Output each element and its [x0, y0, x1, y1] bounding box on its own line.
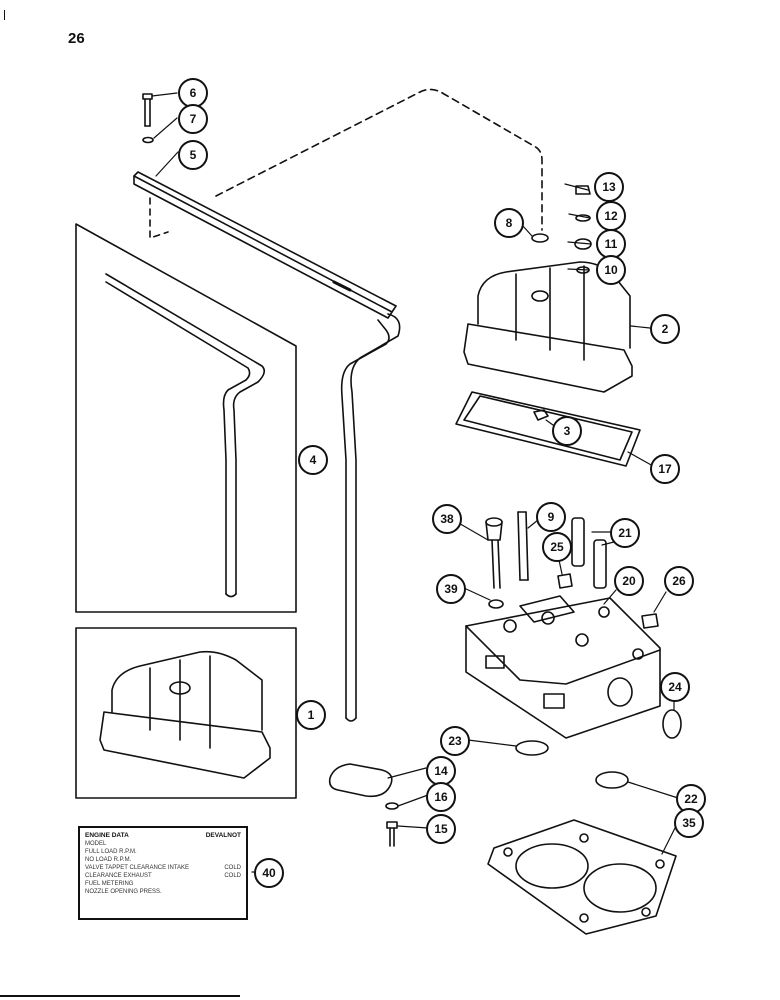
- page-edge-mark: [4, 10, 5, 20]
- bracket-part: [133, 171, 397, 319]
- plate-row: FULL LOAD R.P.M.: [85, 849, 241, 855]
- valve-cover-option-box: [75, 627, 297, 799]
- valve-cover-gasket-part: [455, 391, 641, 467]
- callout-24: 24: [660, 672, 690, 702]
- callout-23: 23: [440, 726, 470, 756]
- callout-15: 15: [426, 814, 456, 844]
- plate-row-value: COLD: [224, 873, 241, 879]
- callout-39: 39: [436, 574, 466, 604]
- stud-part: [517, 511, 529, 581]
- callout-12: 12: [596, 201, 626, 231]
- callout-16: 16: [426, 782, 456, 812]
- ring-22-part: [595, 771, 629, 789]
- plate-row: MODEL: [85, 841, 241, 847]
- engine-data-plate: ENGINE DATA DEVALNOT MODEL FULL LOAD R.P…: [78, 826, 248, 920]
- washer-part: [142, 136, 154, 144]
- callout-7: 7: [178, 104, 208, 134]
- callout-20: 20: [614, 566, 644, 596]
- seal-ring-part: [662, 709, 682, 739]
- bolt-part: [142, 93, 153, 127]
- plate-row: NO LOAD R.P.M.: [85, 857, 241, 863]
- callout-26: 26: [664, 566, 694, 596]
- callout-25: 25: [542, 532, 572, 562]
- callout-4: 4: [298, 445, 328, 475]
- plate-title: ENGINE DATA: [85, 832, 129, 839]
- pipe-assembly-box: [75, 223, 297, 613]
- cap-nut-part: [531, 233, 549, 243]
- plug-part: [557, 573, 573, 589]
- callout-40: 40: [254, 858, 284, 888]
- plate-row-label: FUEL METERING: [85, 881, 134, 887]
- page-number: 26: [68, 30, 85, 47]
- plate-row: VALVE TAPPET CLEARANCE INTAKE COLD: [85, 865, 241, 871]
- plate-row-label: NO LOAD R.P.M.: [85, 857, 132, 863]
- callout-35: 35: [674, 808, 704, 838]
- callout-8: 8: [494, 208, 524, 238]
- callout-21: 21: [610, 518, 640, 548]
- plate-row-value: COLD: [224, 865, 241, 871]
- callout-1: 1: [296, 700, 326, 730]
- plate-row: NOZZLE OPENING PRESS.: [85, 889, 241, 895]
- plate-row-label: FULL LOAD R.P.M.: [85, 849, 137, 855]
- callout-13: 13: [594, 172, 624, 202]
- flange-part: [328, 763, 393, 798]
- callout-17: 17: [650, 454, 680, 484]
- breather-pipe-part: [340, 313, 401, 722]
- plate-row-label: NOZZLE OPENING PRESS.: [85, 889, 162, 895]
- sleeve-part: [571, 517, 607, 589]
- callout-9: 9: [536, 502, 566, 532]
- plate-row-label: MODEL: [85, 841, 107, 847]
- callout-38: 38: [432, 504, 462, 534]
- valve-cover-part: [463, 261, 633, 393]
- plug-26-part: [641, 613, 659, 629]
- callout-5: 5: [178, 140, 208, 170]
- callout-2: 2: [650, 314, 680, 344]
- plate-row: CLEARANCE EXHAUST COLD: [85, 873, 241, 879]
- callout-3: 3: [552, 416, 582, 446]
- bolt-15-part: [386, 821, 398, 847]
- nut-part: [533, 409, 549, 421]
- plate-row-label: CLEARANCE EXHAUST: [85, 873, 152, 879]
- plate-row: FUEL METERING: [85, 881, 241, 887]
- cylinder-head-part: [465, 595, 661, 739]
- plate-subtitle: DEVALNOT: [205, 832, 241, 839]
- head-gasket-part: [487, 819, 677, 935]
- plate-row-label: VALVE TAPPET CLEARANCE INTAKE: [85, 865, 190, 871]
- head-bolt-part: [485, 517, 503, 589]
- stud-hardware-part: [574, 185, 592, 274]
- washer-39-part: [488, 599, 504, 609]
- callout-10: 10: [596, 255, 626, 285]
- washer-16-part: [385, 802, 399, 810]
- ring-23-part: [515, 740, 549, 756]
